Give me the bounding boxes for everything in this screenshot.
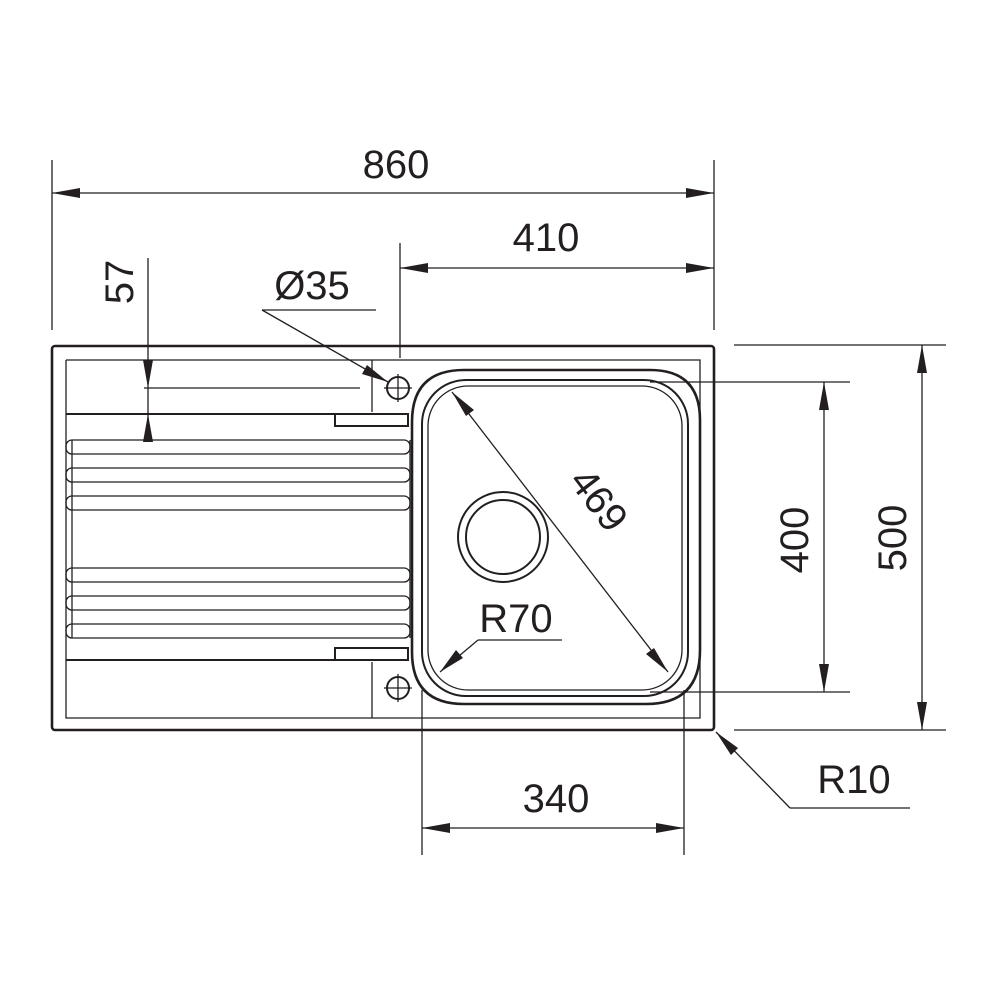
drainer-lower-lip bbox=[66, 647, 409, 661]
dimension-outer-corner-radius: R10 bbox=[715, 731, 910, 809]
dimension-overall-width: 860 bbox=[51, 143, 715, 330]
dimension-tap-hole: Ø35 bbox=[261, 264, 389, 383]
bowl-outer-rim bbox=[410, 368, 702, 706]
label-bowl-depth: 400 bbox=[773, 507, 817, 574]
label-drain-edge: 57 bbox=[98, 260, 142, 305]
label-overall-depth: 500 bbox=[871, 505, 915, 572]
label-bowl-width: 340 bbox=[523, 777, 590, 821]
drain-outlet bbox=[457, 491, 549, 583]
dimension-drain-edge: 57 bbox=[98, 258, 360, 442]
dimension-bowl-corner-radius: R70 bbox=[439, 597, 562, 673]
dimension-bowl-depth: 400 bbox=[650, 381, 850, 693]
sink-bowl bbox=[410, 368, 702, 706]
drainer-board bbox=[65, 413, 411, 661]
sink-inner-rim bbox=[65, 359, 701, 719]
dimension-overall-depth: 500 bbox=[734, 344, 946, 731]
bowl-inner-edge bbox=[421, 379, 689, 697]
label-overall-width: 860 bbox=[363, 143, 430, 187]
drainer-upper-lip bbox=[66, 413, 409, 427]
label-tap-hole: Ø35 bbox=[274, 264, 350, 308]
label-bowl-offset: 410 bbox=[513, 216, 580, 260]
tap-holes bbox=[371, 360, 412, 718]
sink-outline bbox=[50, 344, 716, 732]
sink-outer-edge bbox=[50, 344, 716, 732]
bowl-bottom bbox=[427, 385, 683, 691]
label-bowl-corner-radius: R70 bbox=[479, 597, 552, 641]
label-outer-corner-radius: R10 bbox=[817, 758, 890, 802]
drainer-grooves bbox=[65, 439, 411, 639]
tap-hole-upper bbox=[384, 374, 412, 402]
tap-hole-lower bbox=[384, 674, 412, 702]
label-bowl-diagonal: 469 bbox=[561, 460, 636, 540]
dimension-bowl-offset: 410 bbox=[399, 216, 714, 358]
dimension-bowl-width: 340 bbox=[421, 690, 685, 855]
